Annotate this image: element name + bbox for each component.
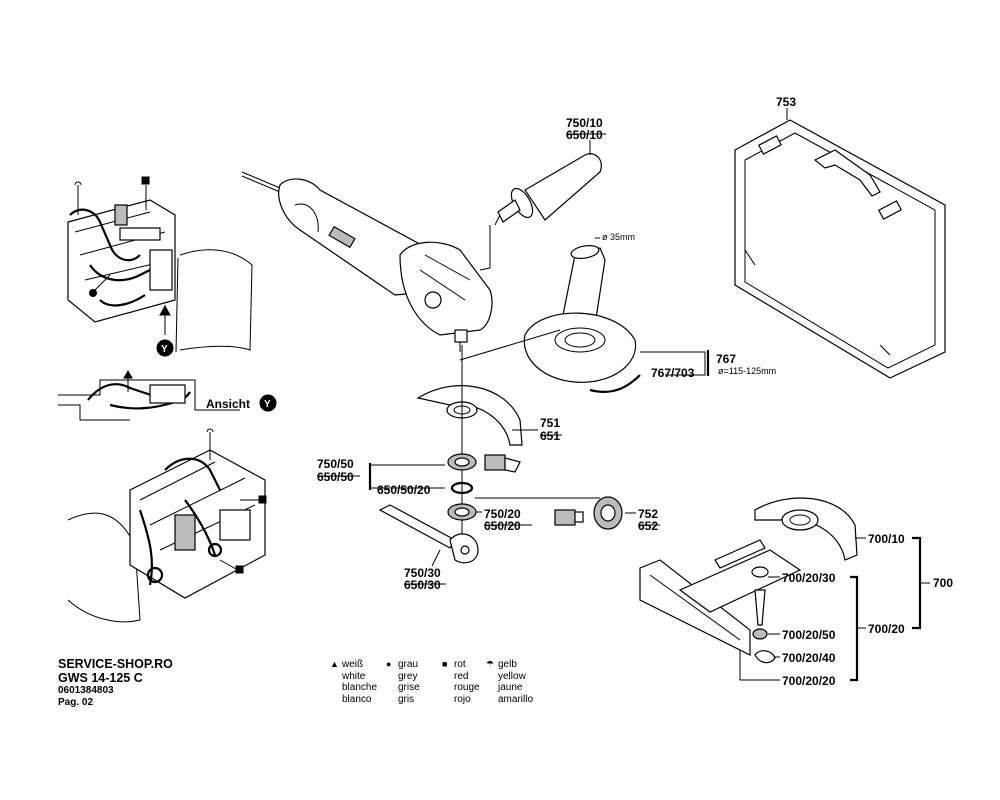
- label-751: 751: [540, 416, 560, 430]
- legend-red-fr: rouge: [454, 682, 480, 693]
- dust-extraction-guard: ø 35mm 767 767/703 ø=115-125mm: [459, 232, 776, 393]
- label-700-20-30: 700/20/30: [782, 571, 836, 585]
- label-diam-115: ø=115-125mm: [718, 366, 776, 376]
- label-700: 700: [933, 576, 953, 590]
- footer-part-number: 0601384803: [58, 685, 114, 696]
- y-marker-view: Y: [264, 399, 271, 410]
- side-handle: 750/10 650/10: [479, 116, 606, 271]
- label-750-50: 750/50: [317, 457, 354, 471]
- label-650-30: 650/30: [404, 578, 441, 592]
- label-700-20-50: 700/20/50: [782, 628, 836, 642]
- label-750-10: 750/10: [566, 116, 603, 130]
- label-700-20: 700/20: [868, 622, 905, 636]
- legend-yellow: ☂gelb yellow jaune amarillo: [486, 659, 542, 705]
- legend-white-fr: blanche: [342, 682, 378, 693]
- legend-red-es: rojo: [454, 693, 471, 705]
- label-700-20-40: 700/20/40: [782, 651, 836, 665]
- label-750-20: 750/20: [484, 507, 521, 521]
- angle-grinder: [241, 171, 493, 352]
- label-753: 753: [776, 95, 796, 109]
- legend-white-es: blanco: [342, 693, 372, 705]
- circle-icon: ●: [386, 659, 392, 669]
- square-icon: ■: [442, 659, 448, 669]
- y-marker-top: Y: [161, 344, 168, 355]
- label-700-10: 700/10: [868, 532, 905, 546]
- label-750-30: 750/30: [404, 566, 441, 580]
- legend-grey-de: grau: [398, 659, 419, 670]
- label-767-703: 767/703: [651, 366, 695, 380]
- wiring-detail-bottom: [67, 428, 267, 623]
- legend-grey: ● grau grey grise gris: [386, 659, 442, 705]
- label-diam-35: ø 35mm: [602, 232, 635, 242]
- label-752: 752: [638, 507, 658, 521]
- legend-white-de: weiß: [342, 659, 364, 670]
- label-767: 767: [716, 352, 736, 366]
- wiring-view-y: Ansicht Y: [58, 369, 277, 421]
- label-651: 651: [540, 429, 560, 443]
- label-700-20-20: 700/20/20: [782, 674, 836, 688]
- legend-white: ▲weiß white blanche blanco: [330, 659, 386, 705]
- legend-red: ■ rot red rouge rojo: [442, 659, 486, 705]
- cutting-guide: 700/10 700 700/20/30 700/20 700/20/50 70…: [639, 497, 953, 688]
- label-650-10: 650/10: [566, 128, 603, 142]
- protective-guard: 751 651: [416, 385, 562, 446]
- half-circle-icon: ☂: [486, 659, 495, 669]
- color-legend: ▲weiß white blanche blanco ● grau grey gr…: [330, 659, 542, 705]
- footer-page: Pag. 02: [58, 697, 94, 708]
- legend-grey-fr: grise: [398, 682, 420, 693]
- legend-grey-en: grey: [398, 670, 418, 682]
- document-footer: SERVICE-SHOP.RO GWS 14-125 C 0601384803 …: [58, 657, 173, 709]
- legend-grey-es: gris: [398, 693, 415, 705]
- label-650-50-20: 650/50/20: [377, 483, 431, 497]
- legend-yellow-en: yellow: [498, 670, 526, 682]
- footer-model: GWS 14-125 C: [58, 671, 143, 685]
- legend-yellow-de: gelb: [498, 659, 517, 670]
- legend-white-en: white: [342, 670, 366, 682]
- legend-red-de: rot: [454, 659, 466, 670]
- label-650-50: 650/50: [317, 470, 354, 484]
- legend-yellow-fr: jaune: [498, 682, 523, 693]
- face-spanner: 750/30 650/30: [378, 504, 479, 592]
- flange-parts: 750/50 650/50 650/50/20 750/20 650/20 75…: [317, 345, 660, 560]
- ansicht-label: Ansicht: [206, 397, 250, 411]
- legend-yellow-es: amarillo: [498, 693, 534, 705]
- legend-red-en: red: [454, 670, 469, 682]
- wiring-detail-top: Y: [67, 176, 253, 357]
- carrying-case: 753: [734, 95, 946, 379]
- triangle-icon: ▲: [330, 659, 339, 669]
- label-650-20: 650/20: [484, 519, 521, 533]
- label-652: 652: [638, 519, 658, 533]
- footer-brand: SERVICE-SHOP.RO: [58, 657, 173, 671]
